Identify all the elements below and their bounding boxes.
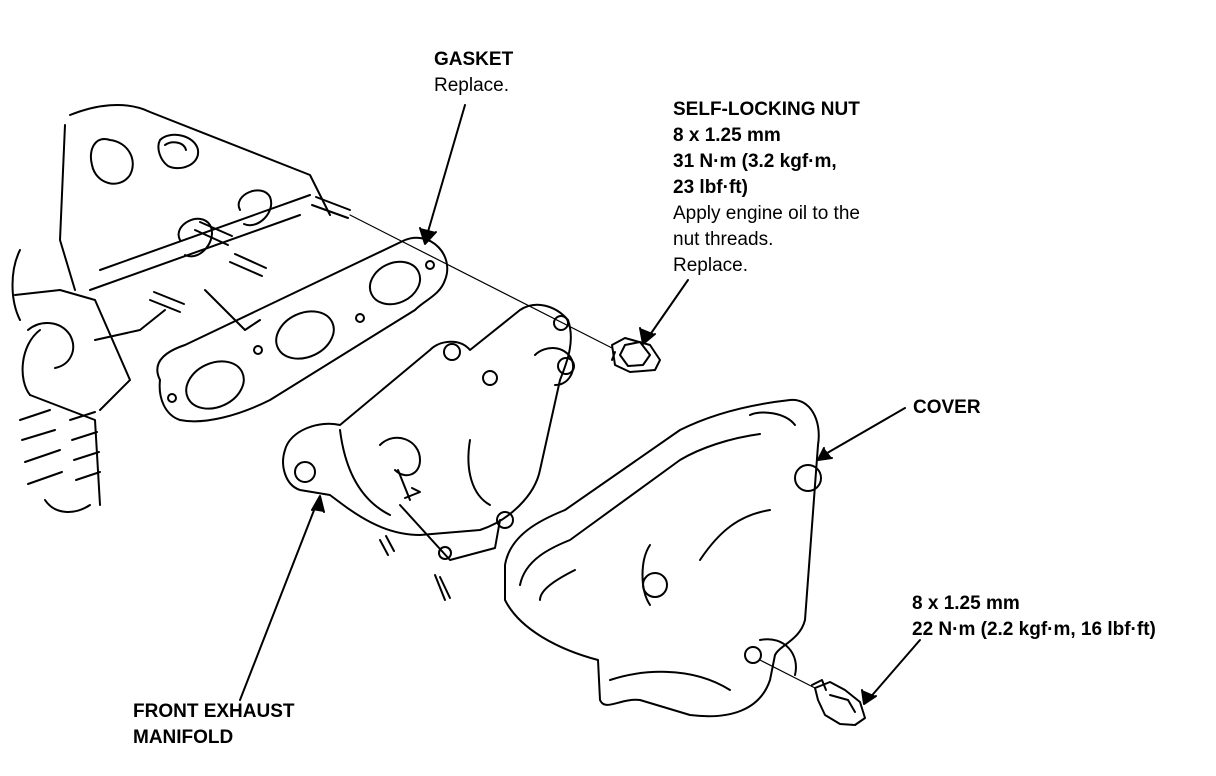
gasket-note: Replace. [434, 75, 509, 96]
gasket-callout: GASKET Replace. [434, 47, 513, 99]
nut-label: SELF-LOCKING NUT [673, 99, 860, 120]
heat-cover-icon [504, 398, 822, 718]
flange-bolt-icon [811, 679, 866, 726]
nut-note-line1: Apply engine oil to the [673, 203, 860, 224]
nut-note-line2: nut threads. [673, 229, 774, 250]
nut-torque-line2: 23 lbf·ft) [673, 177, 748, 198]
cover-callout: COVER [913, 395, 981, 421]
nut-size: 8 x 1.25 mm [673, 125, 781, 146]
cover-label: COVER [913, 397, 981, 418]
manifold-gasket-icon [156, 236, 449, 423]
exhaust-manifold-icon [282, 303, 575, 601]
nut-note-line3: Replace. [673, 255, 748, 276]
manifold-label-line2: MANIFOLD [133, 727, 234, 748]
self-locking-nut-icon [611, 337, 661, 373]
gasket-label: GASKET [434, 49, 514, 70]
engine-block-icon [11, 103, 351, 513]
front-exhaust-manifold-callout: FRONT EXHAUST MANIFOLD [133, 699, 295, 751]
leader-lines [239, 104, 921, 705]
bolt-torque: 22 N·m (2.2 kgf·m, 16 lbf·ft) [912, 619, 1156, 640]
manifold-label-line1: FRONT EXHAUST [133, 701, 295, 722]
bolt-callout: 8 x 1.25 mm 22 N·m (2.2 kgf·m, 16 lbf·ft… [912, 591, 1156, 643]
bolt-size: 8 x 1.25 mm [912, 593, 1020, 614]
alignment-lines [349, 214, 816, 689]
nut-torque-line1: 31 N·m (3.2 kgf·m, [673, 151, 837, 172]
self-locking-nut-callout: SELF-LOCKING NUT 8 x 1.25 mm 31 N·m (3.2… [673, 97, 860, 279]
